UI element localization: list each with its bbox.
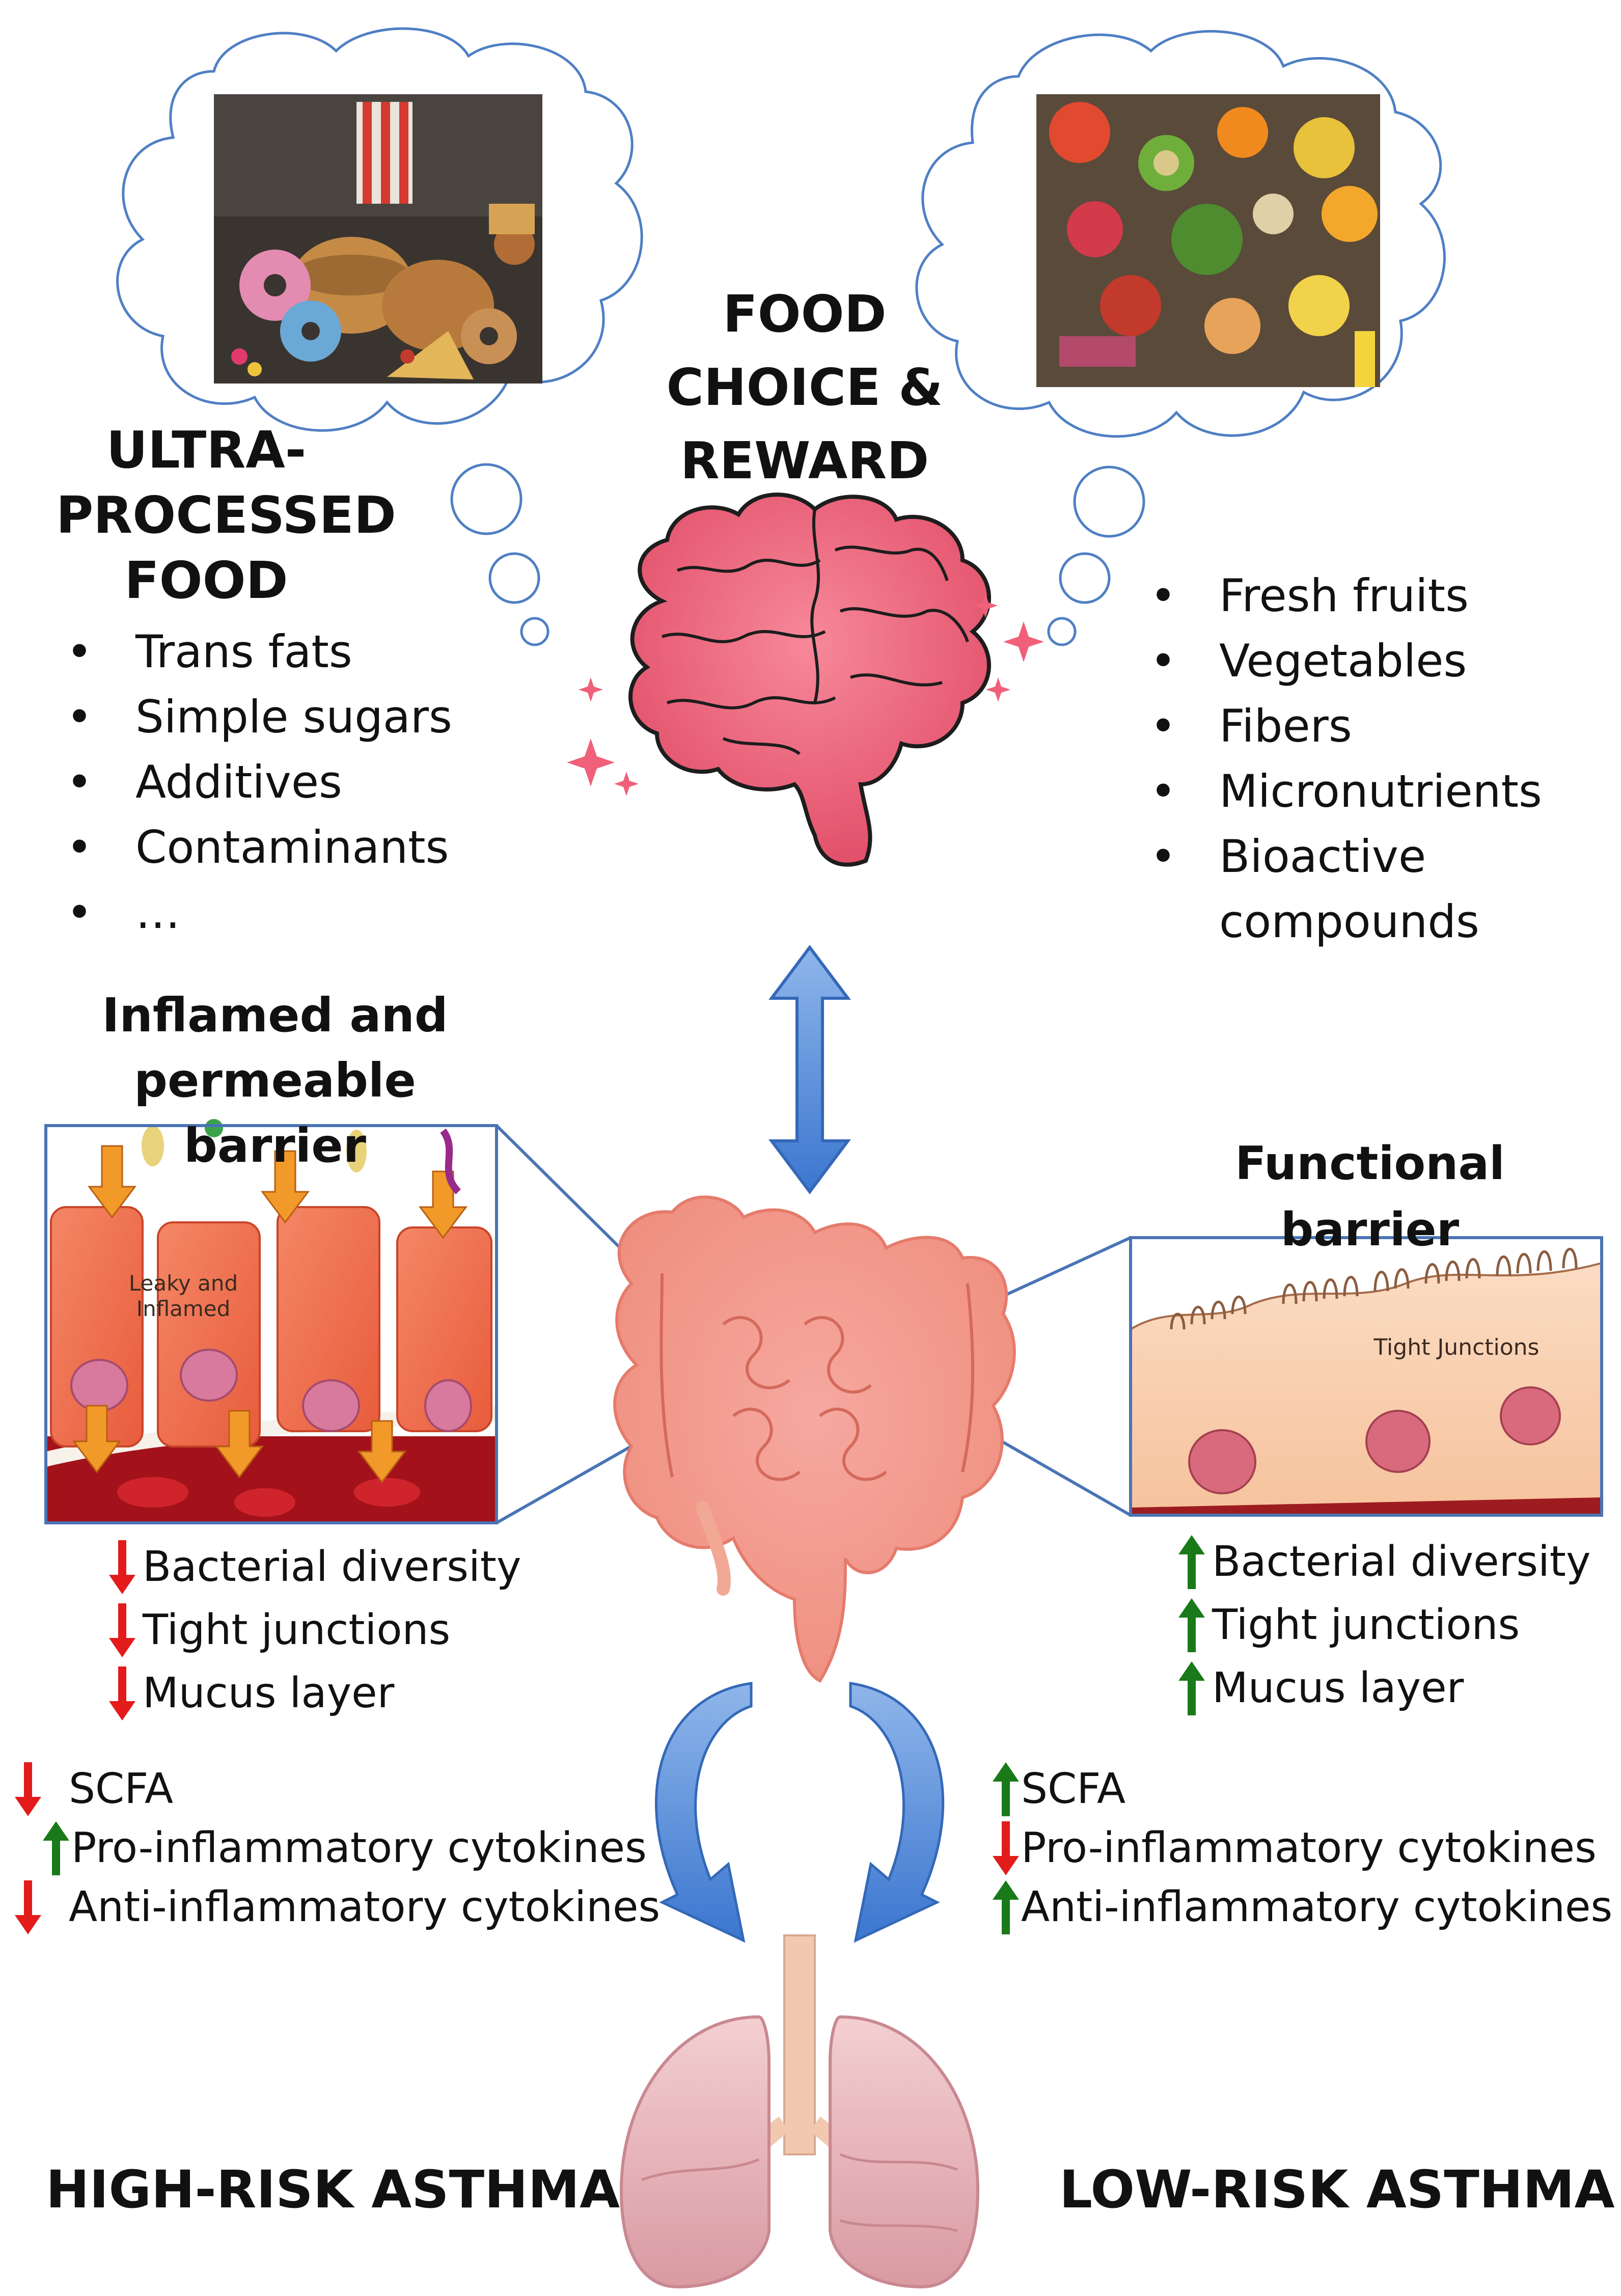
brain-illustration bbox=[567, 493, 1044, 867]
indicator-row: Pro-inflammatory cytokines bbox=[41, 1819, 660, 1878]
right-gut-changes: Bacterial diversity Tight junctions Mucu… bbox=[1176, 1530, 1591, 1720]
center-title-line: FOOD bbox=[723, 284, 887, 344]
indicator-row: Anti-inflammatory cytokines bbox=[13, 1878, 660, 1937]
increase-arrow-icon bbox=[1176, 1660, 1207, 1716]
left-barrier-title-line: permeable barrier bbox=[134, 1053, 416, 1173]
increase-arrow-icon bbox=[1176, 1534, 1207, 1590]
indicator-label: Anti-inflammatory cytokines bbox=[69, 1883, 661, 1931]
gut-lung-curved-arrows bbox=[655, 1682, 945, 1943]
increase-arrow-icon bbox=[1176, 1597, 1207, 1653]
right-barrier-title: Functional barrier bbox=[1235, 1137, 1505, 1256]
decrease-arrow-icon bbox=[13, 1879, 43, 1935]
indicator-row: Tight junctions bbox=[1176, 1594, 1591, 1657]
tight-inset-label: Tight Junctions bbox=[1373, 1334, 1540, 1360]
indicator-label: SCFA bbox=[69, 1765, 174, 1813]
high-risk-asthma-label: HIGH-RISK ASTHMA bbox=[46, 2160, 620, 2220]
indicator-row: Mucus layer bbox=[1176, 1657, 1591, 1720]
low-risk-asthma-label: LOW-RISK ASTHMA bbox=[1059, 2160, 1615, 2220]
indicator-label: Mucus layer bbox=[143, 1669, 395, 1717]
list-item: … bbox=[66, 880, 525, 945]
decrease-arrow-icon bbox=[107, 1539, 138, 1595]
center-title-line: REWARD bbox=[680, 431, 929, 490]
indicator-row: Bacterial diversity bbox=[1176, 1530, 1591, 1594]
right-immune-changes: SCFA Pro-inflammatory cytokines Anti-inf… bbox=[991, 1760, 1612, 1937]
ultra-processed-title-line: FOOD bbox=[124, 551, 288, 610]
indicator-row: Mucus layer bbox=[107, 1662, 521, 1725]
list-item: Trans fats bbox=[66, 619, 525, 685]
indicator-row: Tight junctions bbox=[107, 1599, 521, 1662]
center-title: FOOD CHOICE & REWARD bbox=[657, 278, 952, 498]
left-immune-changes: SCFA Pro-inflammatory cytokines Anti-inf… bbox=[13, 1760, 660, 1937]
list-item: Fresh fruits bbox=[1150, 563, 1588, 628]
ultra-processed-food-image bbox=[214, 94, 542, 384]
ultra-processed-title-line: PROCESSED bbox=[56, 485, 396, 545]
leaky-inset-label-line: Inflamed bbox=[136, 1296, 231, 1321]
brain-gut-double-arrow bbox=[768, 945, 851, 1194]
indicator-row: Pro-inflammatory cytokines bbox=[991, 1819, 1612, 1878]
list-item: Fibers bbox=[1150, 694, 1588, 759]
indicator-row: Bacterial diversity bbox=[107, 1536, 521, 1599]
decrease-arrow-icon bbox=[991, 1820, 1021, 1876]
intestine-illustration bbox=[613, 1195, 1016, 1683]
indicator-row: SCFA bbox=[991, 1760, 1612, 1819]
lungs-illustration bbox=[619, 1934, 980, 2289]
increase-arrow-icon bbox=[991, 1879, 1021, 1935]
indicator-label: SCFA bbox=[1021, 1765, 1126, 1813]
ultra-processed-title: ULTRA- PROCESSED FOOD bbox=[56, 418, 396, 613]
increase-arrow-icon bbox=[991, 1761, 1021, 1817]
tight-barrier-inset bbox=[1129, 1236, 1603, 1517]
indicator-label: Tight junctions bbox=[1212, 1601, 1520, 1649]
indicator-label: Bacterial diversity bbox=[1212, 1538, 1591, 1586]
indicator-row: SCFA bbox=[13, 1760, 660, 1819]
ultra-processed-title-line: ULTRA- bbox=[106, 420, 307, 480]
list-item: Contaminants bbox=[66, 815, 525, 880]
list-item: Micronutrients bbox=[1150, 759, 1588, 824]
list-item: Simple sugars bbox=[66, 685, 525, 750]
indicator-label: Tight junctions bbox=[143, 1606, 451, 1654]
decrease-arrow-icon bbox=[13, 1761, 43, 1817]
left-gut-changes: Bacterial diversity Tight junctions Mucu… bbox=[107, 1536, 521, 1725]
healthy-food-list: Fresh fruits Vegetables Fibers Micronutr… bbox=[1150, 563, 1588, 954]
indicator-label: Mucus layer bbox=[1212, 1664, 1464, 1712]
healthy-food-image bbox=[1036, 94, 1380, 387]
center-title-line: CHOICE & bbox=[666, 358, 943, 417]
indicator-label: Anti-inflammatory cytokines bbox=[1021, 1883, 1613, 1931]
decrease-arrow-icon bbox=[107, 1602, 138, 1658]
indicator-label: Bacterial diversity bbox=[143, 1543, 521, 1591]
left-barrier-title-line: Inflamed and bbox=[102, 988, 448, 1043]
left-barrier-title: Inflamed and permeable barrier bbox=[46, 983, 504, 1179]
indicator-row: Anti-inflammatory cytokines bbox=[991, 1878, 1612, 1937]
list-item: Bioactive compounds bbox=[1150, 824, 1504, 954]
leaky-inset-label: Leaky and Inflamed bbox=[127, 1271, 239, 1322]
indicator-label: Pro-inflammatory cytokines bbox=[71, 1824, 647, 1872]
leaky-inset-label-line: Leaky and bbox=[128, 1271, 238, 1296]
ultra-processed-list: Trans fats Simple sugars Additives Conta… bbox=[66, 619, 525, 945]
right-thought-cloud bbox=[915, 30, 1446, 646]
list-item: Additives bbox=[66, 750, 525, 815]
decrease-arrow-icon bbox=[107, 1665, 138, 1721]
indicator-label: Pro-inflammatory cytokines bbox=[1021, 1824, 1597, 1872]
list-item: Vegetables bbox=[1150, 628, 1588, 694]
increase-arrow-icon bbox=[41, 1820, 71, 1876]
leaky-barrier-inset bbox=[44, 1119, 498, 1524]
